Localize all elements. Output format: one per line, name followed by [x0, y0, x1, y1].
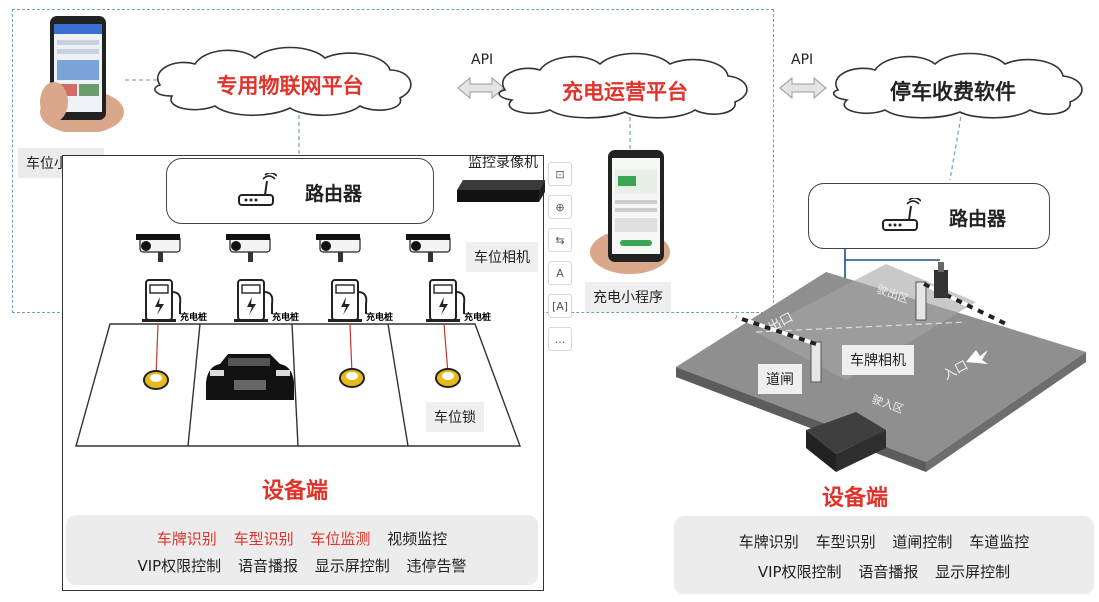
nvr-box-icon: [457, 180, 545, 202]
parking-phone-image: [32, 14, 124, 134]
feature-plate-recognition: 车牌识别: [738, 533, 799, 551]
feature-voice: 语音播报: [858, 563, 919, 581]
cloud-parking: [832, 52, 1083, 119]
direction-arrow-icon: [966, 350, 988, 364]
plate-camera-label: 车牌相机: [842, 345, 914, 375]
zoom-in-icon[interactable]: ⊕: [548, 195, 572, 219]
right-router-box: 路由器: [808, 183, 1050, 249]
right-feature-row-2: VIP权限控制 语音播报 显示屏控制: [674, 561, 1094, 582]
charger-item: 充电桩: [424, 278, 491, 328]
router-icon: [238, 173, 277, 206]
cloud-parking-label: 停车收费软件: [890, 80, 1016, 104]
feature-voice: 语音播报: [237, 557, 298, 575]
right-router-label: 路由器: [949, 208, 1007, 230]
left-router-label: 路由器: [305, 183, 363, 205]
link-parking-router: [949, 109, 963, 181]
cloud-iot: [154, 46, 412, 117]
cloud-charging-label: 充电运营平台: [562, 80, 688, 104]
feature-gate-control: 道闸控制: [892, 533, 953, 551]
charger-label: 充电桩: [464, 313, 492, 323]
right-device-title: 设备端: [822, 486, 889, 511]
charger-item: 充电桩: [326, 278, 393, 328]
camera-icon: [406, 234, 451, 262]
camera-icon: [226, 234, 271, 262]
feature-lane-monitoring: 车道监控: [969, 533, 1030, 551]
camera-icon: [136, 234, 181, 262]
charger-row: 充电桩 充电桩 充电桩 充电桩: [140, 278, 520, 328]
charger-item: 充电桩: [140, 278, 207, 328]
charger-item: 充电桩: [232, 278, 299, 328]
feature-vip-control: VIP权限控制: [137, 557, 222, 575]
plate-camera-icon: [934, 262, 948, 298]
parking-lock-icon: [435, 368, 461, 388]
api-label-left: API: [471, 52, 494, 68]
charger-icon: [234, 279, 274, 322]
left-router-box: 路由器: [166, 158, 434, 224]
parking-bays: [75, 323, 522, 447]
feature-vip-control: VIP权限控制: [757, 563, 842, 581]
charger-icon: [426, 279, 466, 322]
left-feature-row-2: VIP权限控制 语音播报 显示屏控制 违停告警: [66, 555, 538, 576]
router-icon: [882, 198, 921, 231]
feature-spot-monitoring: 车位监测: [310, 530, 371, 548]
translate-icon[interactable]: ⇆: [548, 228, 572, 252]
jeep-icon: [806, 412, 886, 472]
right-feature-box: 车牌识别 车型识别 道闸控制 车道监控 VIP权限控制 语音播报 显示屏控制: [674, 516, 1094, 594]
text-recognize-icon[interactable]: [A]: [548, 294, 572, 318]
charging-phone-image: [590, 148, 680, 274]
api-label-right: API: [791, 52, 814, 68]
parking-lock-icon: [339, 368, 365, 388]
spot-lock-label: 车位锁: [426, 402, 484, 432]
draw-icon[interactable]: A: [548, 261, 572, 285]
charging-miniprogram-label: 充电小程序: [585, 282, 671, 312]
more-icon[interactable]: …: [548, 327, 572, 351]
left-device-title: 设备端: [262, 479, 329, 504]
feature-plate-recognition: 车牌识别: [156, 530, 217, 548]
feature-video-monitoring: 视频监控: [387, 530, 448, 548]
charger-label: 充电桩: [366, 313, 394, 323]
api-arrow-right: [779, 76, 827, 100]
charger-icon: [142, 279, 182, 322]
nvr-label: 监控录像机: [468, 155, 538, 171]
charger-label: 充电桩: [180, 313, 208, 323]
feature-vehicle-type: 车型识别: [233, 530, 294, 548]
left-feature-box: 车牌识别 车型识别 车位监测 视频监控 VIP权限控制 语音播报 显示屏控制 违…: [66, 515, 538, 585]
hand-phone-icon: [590, 150, 670, 274]
cloud-iot-label: 专用物联网平台: [216, 74, 364, 98]
feature-vehicle-type: 车型识别: [815, 533, 876, 551]
barrier-label: 道闸: [758, 364, 802, 394]
camera-icon: [316, 234, 361, 262]
nvr-device: [455, 176, 547, 204]
hand-phone-icon: [40, 16, 124, 134]
parking-lock-icon: [143, 370, 169, 390]
cloud-charging: [498, 52, 748, 119]
charger-label: 充电桩: [272, 313, 300, 323]
feature-parking-alarm: 违停告警: [406, 557, 467, 575]
spot-cameras: [136, 234, 451, 262]
right-feature-row-1: 车牌识别 车型识别 道闸控制 车道监控: [674, 531, 1094, 552]
feature-display: 显示屏控制: [314, 557, 390, 575]
feature-display: 显示屏控制: [935, 563, 1011, 581]
spot-camera-label: 车位相机: [466, 242, 538, 272]
floating-toolbar: ⊡ ⊕ ⇆ A [A] …: [548, 162, 574, 351]
charger-icon: [328, 279, 368, 322]
car-icon: [206, 354, 294, 400]
visual-search-icon[interactable]: ⊡: [548, 162, 572, 186]
left-feature-row-1: 车牌识别 车型识别 车位监测 视频监控: [66, 528, 538, 549]
api-arrow-left: [457, 76, 505, 100]
